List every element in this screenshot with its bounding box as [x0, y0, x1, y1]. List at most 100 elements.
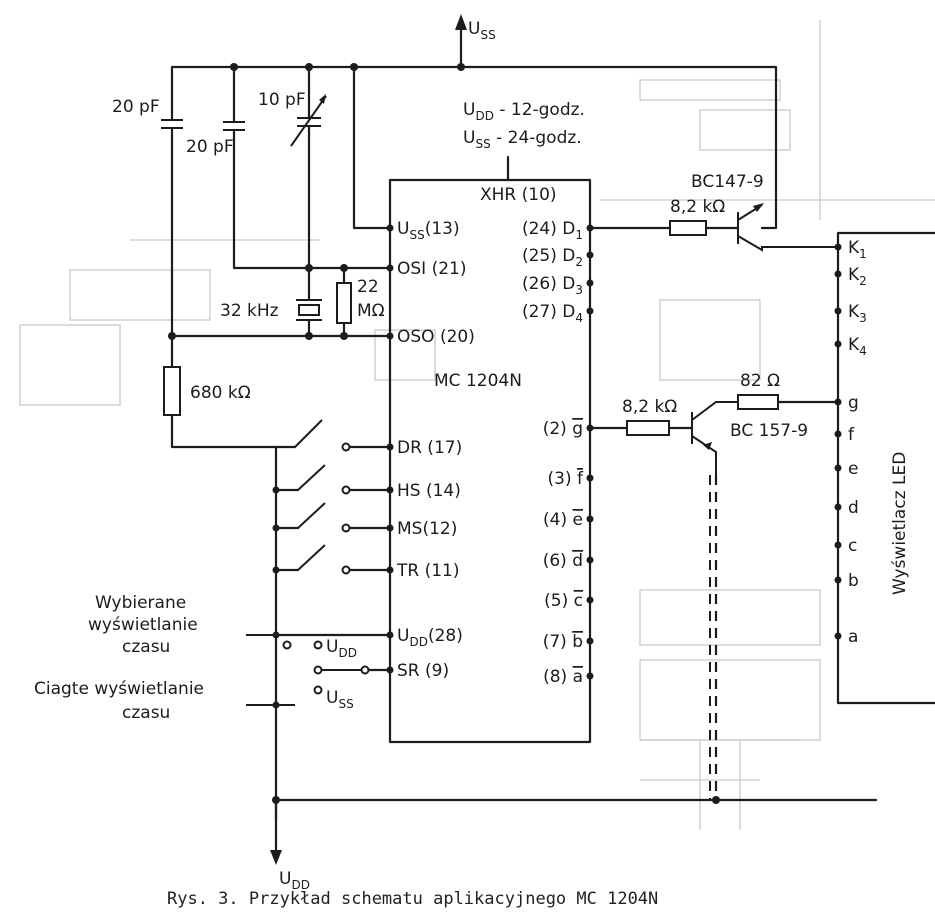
right-pin-label: (24) D1: [522, 219, 583, 242]
right-pin-dot: [586, 251, 594, 259]
oso-line: [168, 332, 392, 340]
left-pin-dot: [386, 264, 394, 272]
display-pin-label: b: [848, 571, 859, 591]
left-pin-label: TR (11): [396, 561, 460, 581]
transistor-bc147: [588, 203, 838, 252]
cap-20pf-left-label: 20 pF: [112, 97, 160, 117]
left-pin-dot: [386, 666, 394, 674]
right-pin-label: (3) f: [548, 469, 584, 489]
right-pin-label: (27) D4: [522, 302, 583, 325]
res-22-number: 22: [357, 277, 379, 297]
display-pin-dot: [834, 270, 842, 278]
chip-pin-xhr: XHR (10): [480, 185, 557, 205]
display-pin-dot: [834, 307, 842, 315]
right-pin-dot: [586, 637, 594, 645]
note-uss-24h: USS - 24-godz.: [463, 128, 582, 151]
right-pin-dot: [586, 672, 594, 680]
led-display-label: Wyświetlacz LED: [890, 452, 910, 595]
switch-hs[interactable]: [274, 464, 392, 495]
figure-caption: Rys. 3. Przykład schematu aplikacyjnego …: [167, 889, 658, 909]
display-pin-label: a: [848, 627, 858, 647]
right-pin-dot: [586, 556, 594, 564]
display-pin-label: f: [848, 425, 855, 445]
cap-20pf-middle-label: 20 pF: [186, 137, 234, 157]
switch-bus: [270, 445, 878, 865]
left-pin-label: OSO (20): [397, 327, 475, 347]
left-pin-dot: [386, 332, 394, 340]
continuous-display-line2: czasu: [122, 703, 170, 723]
t1-name: BC147-9: [691, 172, 764, 192]
display-pin-label: K2: [848, 265, 867, 288]
switch-tr[interactable]: [274, 544, 392, 575]
display-pin-label: K1: [848, 238, 867, 261]
display-pin-dot: [834, 340, 842, 348]
continuous-display-line1: Ciagte wyświetlanie: [34, 679, 204, 699]
left-pin-dot: [386, 566, 394, 574]
bleed-through-background: [19, 20, 935, 830]
selected-display-line1: Wybierane: [95, 593, 186, 613]
crystal-32khz: [296, 264, 322, 338]
chip-name: MC 1204N: [434, 371, 522, 391]
display-pin-dot: [834, 576, 842, 584]
display-pin-dot: [834, 430, 842, 438]
left-pin-label: DR (17): [397, 438, 462, 458]
resistor-22mohm: [336, 264, 352, 340]
right-pin-dot: [586, 515, 594, 523]
left-pin-label: UDD(28): [397, 626, 463, 649]
selected-display-line2: wyświetlanie: [88, 615, 198, 635]
display-pin-dot: [834, 632, 842, 640]
left-pin-label: MS(12): [397, 519, 457, 539]
selected-display-line3: czasu: [122, 637, 170, 657]
right-pin-label: (25) D2: [522, 246, 583, 269]
right-pin-label: (26) D3: [522, 274, 583, 297]
left-pin-label: SR (9): [397, 661, 449, 681]
left-pin-dot: [386, 443, 394, 451]
capacitor-20pf-left: [161, 65, 183, 338]
udd-bottom-label: UDD: [279, 869, 310, 892]
chip-mc1204n: [388, 178, 592, 744]
left-pin-dot: [386, 524, 394, 532]
switch-ms[interactable]: [274, 502, 392, 533]
switch-uss-label: USS: [326, 688, 354, 711]
left-pin-label: HS (14): [397, 481, 461, 501]
switch-dr[interactable]: [274, 419, 392, 452]
display-pin-label: c: [848, 536, 857, 556]
left-pin-dot: [386, 486, 394, 494]
uss-supply-rail: [170, 14, 778, 230]
uss-pin-wire: [352, 65, 392, 230]
display-pin-label: K4: [848, 335, 867, 358]
uss-top-label: USS: [468, 19, 496, 42]
right-pin-label: (5) c: [544, 591, 583, 611]
right-pin-label: (6) d: [543, 551, 583, 571]
display-pin-dot: [834, 243, 842, 251]
chip-right-pins: (24) D1(25) D2(26) D3(27) D4(2) g(3) f(4…: [522, 219, 594, 687]
right-pin-dot: [586, 307, 594, 315]
transistor-bc157: [588, 394, 840, 804]
right-pin-label: (7) b: [543, 632, 583, 652]
display-pin-dot: [834, 541, 842, 549]
display-pin-label: K3: [848, 302, 867, 325]
left-pin-label: USS(13): [397, 219, 460, 242]
display-mode-switch[interactable]: [246, 633, 392, 706]
res-22-unit: MΩ: [357, 301, 385, 321]
display-pin-label: d: [848, 498, 859, 518]
left-pin-dot: [386, 224, 394, 232]
t2-name: BC 157-9: [730, 421, 808, 441]
right-pin-dot: [586, 279, 594, 287]
crystal-label: 32 kHz: [220, 301, 279, 321]
display-pin-dot: [834, 398, 842, 406]
display-pin-label: g: [848, 393, 859, 413]
right-pin-label: (8) a: [543, 667, 583, 687]
display-pin-dot: [834, 464, 842, 472]
display-pin-label: e: [848, 459, 858, 479]
res-680k-label: 680 kΩ: [190, 383, 251, 403]
res-82-label: 82 Ω: [740, 371, 780, 391]
switch-udd-label: UDD: [326, 637, 357, 660]
left-pin-label: OSI (21): [397, 259, 467, 279]
right-pin-label: (2) g: [543, 419, 583, 439]
t1-resistor-label: 8,2 kΩ: [670, 197, 725, 217]
resistor-680kohm: [163, 334, 278, 449]
capacitor-20pf-middle: [223, 65, 392, 270]
